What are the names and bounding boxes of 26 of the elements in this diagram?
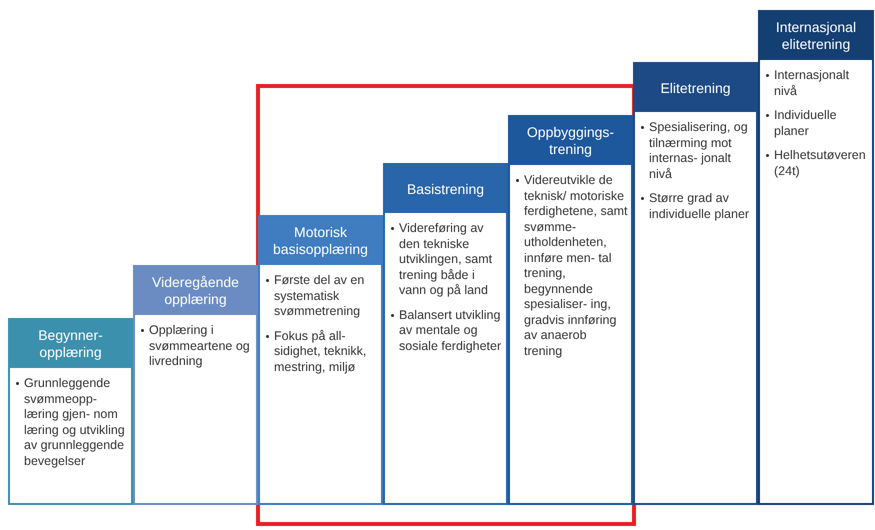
bullet-text: Grunnleggende svømmeopp- læring gjen- nom læring og utvikling av grunnleggende bevegelser (16, 376, 128, 469)
bullet-text: Internasjonalt nivå (766, 68, 869, 99)
bullet-text: Spesialisering, og tilnærming mot internas- jonalt nivå (641, 120, 753, 182)
stage-column (258, 215, 383, 505)
bullet-text: Videreutvikle de teknisk/ motoriske ferdighetene, samt svømme- utholdenheten, innføre men- tal trening, begynnende spesialiser- ing, gradvis innføring av anaerob trening (516, 173, 628, 359)
stage-heading: Videregående opplæring (135, 267, 256, 315)
stage-column (8, 318, 133, 505)
stage-heading: Basistrening (385, 165, 506, 213)
bullet-text: Balansert utvikling av mentale og sosiale ferdigheter (391, 308, 503, 354)
bullet-text: Helhetsutøveren (24t) (766, 148, 869, 179)
bullet-text: Første del av en systematisk svømmetrening (266, 273, 378, 320)
stage-column (383, 163, 508, 505)
stage-heading: Oppbyggings- trening (510, 117, 631, 165)
stage-column (633, 62, 758, 505)
bullet-text: Fokus på all- sidighet, teknikk, mestring, miljø (266, 328, 378, 375)
stage-column (133, 265, 258, 505)
stage-heading: Motorisk basisopplæring (260, 217, 381, 265)
bullet-text: Individuelle planer (766, 108, 869, 139)
bullet-text: Opplæring i svømmeartene og livredning (141, 323, 253, 370)
bullet-text: Videreføring av den tekniske utviklingen, samt trening både i vann og på land (391, 221, 503, 298)
stage-heading: Internasjonal elitetrening (760, 12, 872, 60)
bullet-text: Større grad av individuelle planer (641, 191, 753, 222)
stage-column (758, 10, 874, 505)
stage-heading: Begynner- opplæring (10, 320, 131, 368)
stage-heading: Elitetrening (635, 64, 756, 112)
stage-column (508, 115, 633, 505)
